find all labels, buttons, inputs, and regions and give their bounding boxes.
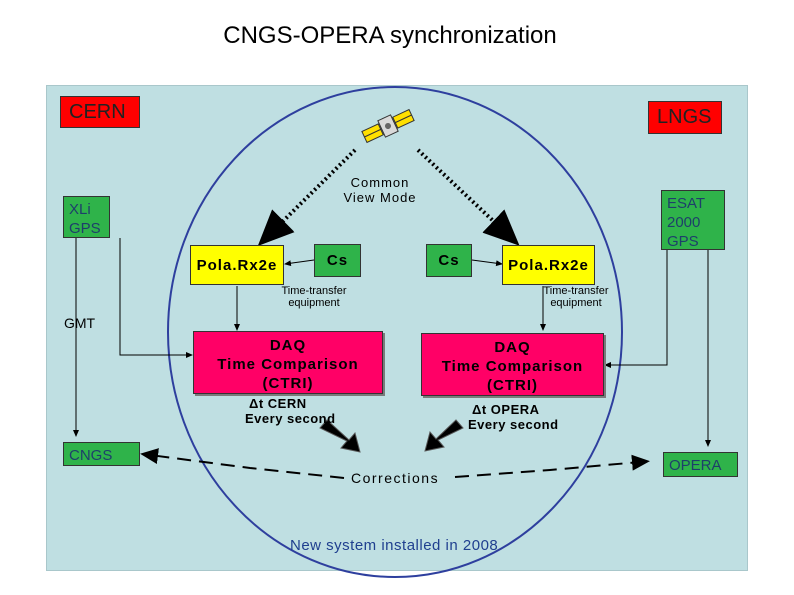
gps-left-line1: XLi — [69, 201, 91, 218]
daq-right-line1: DAQ — [494, 339, 531, 356]
common-view-line1: Common — [350, 175, 410, 190]
satellite-icon — [361, 108, 415, 144]
tte-left-label: Time-transfer equipment — [266, 285, 362, 309]
gps-box-left: XLi GPS — [63, 196, 110, 238]
dashed-arrow-cngs — [140, 448, 345, 479]
dt-cern-line2: Every second — [245, 411, 336, 426]
daq-left-line3: (CTRI) — [262, 375, 314, 392]
cs-right-arrow — [471, 259, 503, 267]
tte-left-line1: Time-transfer — [281, 285, 347, 297]
gmt-label: GMT — [64, 315, 96, 331]
dashed-arrow-opera — [454, 454, 650, 478]
dt-opera-line1: Δt OPERA — [472, 402, 540, 417]
site-cngs: CNGS — [63, 442, 140, 466]
gmt-branch — [119, 238, 193, 358]
common-view-line2: View Mode — [343, 190, 417, 205]
cs-clock-left: Cs — [314, 244, 361, 277]
site-lngs: LNGS — [648, 101, 722, 134]
site-opera: OPERA — [663, 452, 738, 477]
footer-note: New system installed in 2008 — [290, 537, 499, 554]
dt-cern-label: Δt CERN Every second — [245, 396, 336, 426]
receiver-left: Pola.Rx2e — [190, 245, 284, 285]
gps-left-line2: GPS — [69, 220, 101, 237]
gps-box-right: ESAT 2000 GPS — [661, 190, 725, 250]
daq-left-line1: DAQ — [269, 337, 307, 354]
tte-right-line1: Time-transfer — [543, 285, 609, 297]
dt-opera-label: Δt OPERA Every second — [468, 402, 559, 432]
corrections-label: Corrections — [351, 470, 440, 486]
daq-right-line2: Time Comparison — [441, 358, 584, 375]
cs-left-arrow — [284, 259, 315, 267]
receiver-right: Pola.Rx2e — [502, 245, 595, 285]
common-view-label: Common View Mode — [328, 175, 432, 205]
diagram-panel — [46, 85, 748, 571]
block-arrow-left — [319, 419, 361, 453]
tte-right-line2: equipment — [550, 297, 602, 309]
tte-right-label: Time-transfer equipment — [528, 285, 624, 309]
page-title: CNGS-OPERA synchronization — [223, 22, 557, 49]
gps-right-line2: 2000 — [667, 214, 701, 231]
cs-clock-right: Cs — [426, 244, 472, 277]
gps-right-to-daq — [604, 250, 668, 368]
gps-right-line3: GPS — [667, 233, 699, 250]
site-cern: CERN — [60, 96, 140, 128]
daq-left-line2: Time Comparison — [217, 356, 359, 373]
dt-cern-line1: Δt CERN — [249, 396, 307, 411]
daq-right-line3: (CTRI) — [487, 377, 538, 394]
daq-right: DAQ Time Comparison (CTRI) — [421, 333, 604, 396]
block-arrow-right — [424, 419, 464, 452]
daq-left: DAQ Time Comparison (CTRI) — [193, 331, 383, 394]
network-circle — [167, 86, 623, 578]
gps-right-line1: ESAT — [667, 195, 706, 212]
dt-opera-line2: Every second — [468, 417, 559, 432]
tte-left-line2: equipment — [288, 297, 340, 309]
